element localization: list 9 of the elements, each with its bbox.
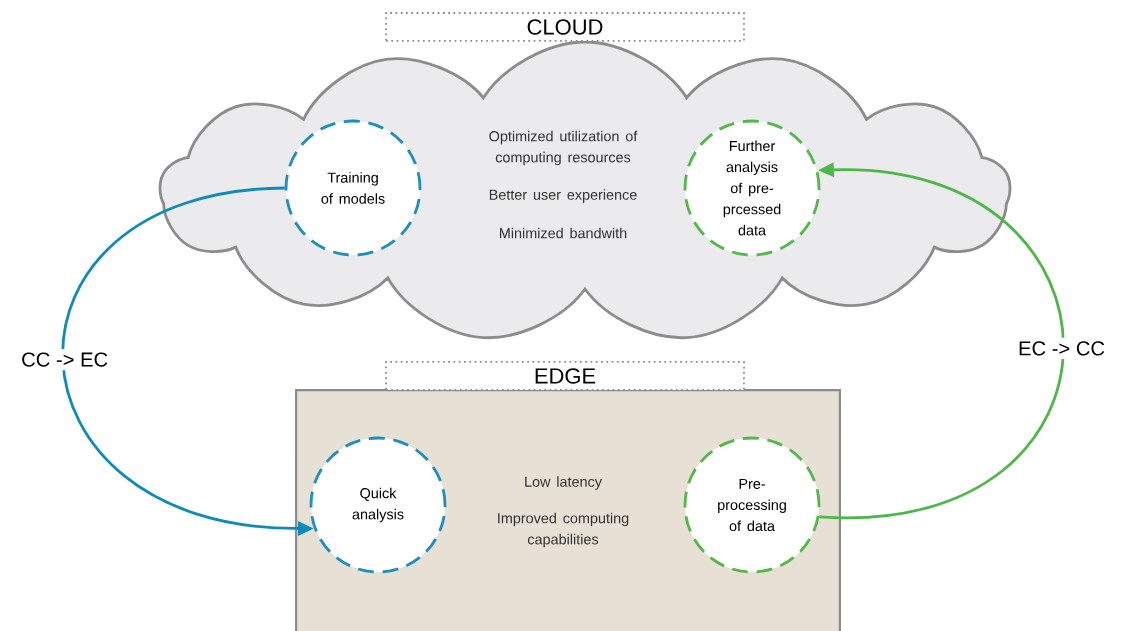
benefit-text: Optimized utilization of computing resources — [489, 130, 638, 166]
benefit-text: Minimized bandwith — [500, 227, 627, 239]
benefit-text: Low latency — [525, 476, 602, 490]
heading: CLOUD — [385, 12, 745, 42]
benefit-text: Better user experience — [489, 189, 637, 203]
edge-label: EC -> CC — [1014, 337, 1109, 360]
edge-label: CC -> EC — [17, 348, 112, 371]
heading: EDGE — [385, 361, 745, 391]
benefit-text: Improved computing capabilities — [498, 512, 629, 548]
